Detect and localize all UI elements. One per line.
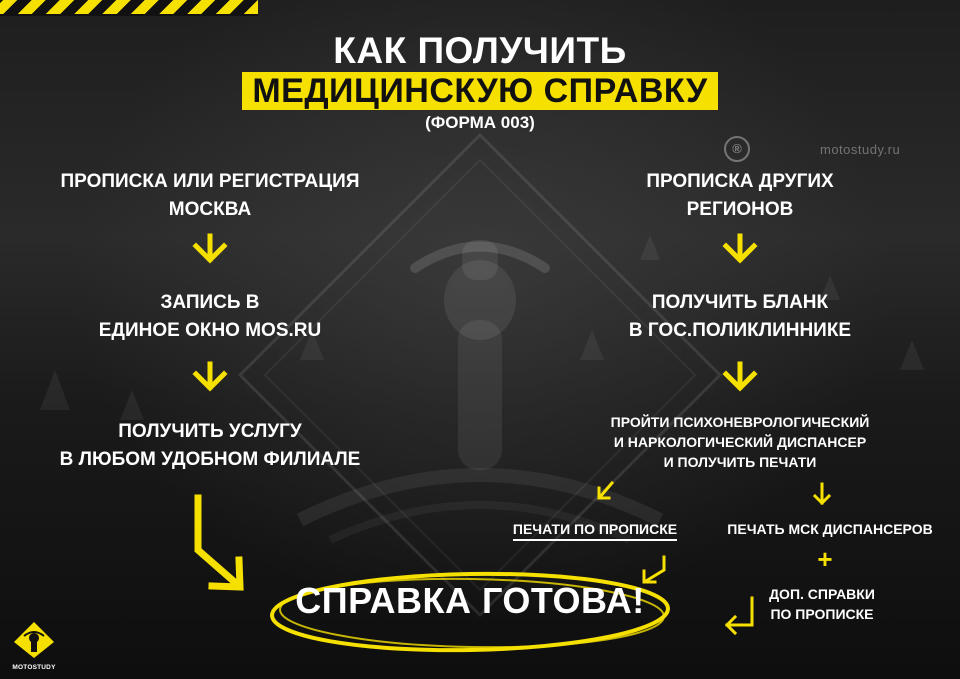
left-step1-line1: ПРОПИСКА ИЛИ РЕГИСТРАЦИЯ (60, 171, 360, 192)
hazard-stripes (0, 0, 258, 16)
watermark: motostudy.ru (820, 142, 901, 157)
right-step1-line2: РЕГИОНОВ (686, 199, 794, 220)
left-step3-line1: ПОЛУЧИТЬ УСЛУГУ (118, 421, 302, 442)
arrow-bent-small-icon (643, 555, 666, 584)
bent-arrow-icon (194, 494, 243, 590)
left-step2-line1: ЗАПИСЬ В (160, 292, 260, 313)
branch-right-label: ПЕЧАТЬ МСК ДИСПАНСЕРОВ (727, 521, 933, 537)
title-line-2-highlight: МЕДИЦИНСКУЮ СПРАВКУ (0, 72, 960, 110)
branch-stamps-by-residence: ПЕЧАТИ ПО ПРОПИСКЕ (490, 519, 700, 541)
logo-text: MOTOSTUDY (12, 664, 56, 671)
right-step2-line1: ПОЛУЧИТЬ БЛАНК (651, 292, 829, 313)
final-ellipse (270, 571, 670, 653)
subtitle: (ФОРМА 003) (425, 113, 535, 132)
registered-mark: ® (724, 136, 750, 162)
logo-icon (14, 622, 54, 658)
extra-line1: ДОП. СПРАВКИ (769, 586, 875, 602)
right-step-get-form: ПОЛУЧИТЬ БЛАНК В ГОС.ПОЛИКЛИННИКЕ (560, 289, 920, 345)
left-step1-line2: МОСКВА (168, 199, 252, 220)
right-step3-line2: И НАРКОЛОГИЧЕСКИЙ ДИСПАНСЕР (613, 434, 867, 450)
branch-left-label: ПЕЧАТИ ПО ПРОПИСКЕ (512, 521, 678, 541)
right-step-other-regions: ПРОПИСКА ДРУГИХ РЕГИОНОВ (560, 168, 920, 224)
branch-moscow-dispensary-stamp: ПЕЧАТЬ МСК ДИСПАНСЕРОВ (708, 519, 952, 539)
title-line-1: КАК ПОЛУЧИТЬ (333, 30, 627, 71)
right-step2-line2: В ГОС.ПОЛИКЛИННИКЕ (628, 320, 852, 341)
left-step-get-service: ПОЛУЧИТЬ УСЛУГУ В ЛЮБОМ УДОБНОМ ФИЛИАЛЕ (20, 418, 400, 474)
right-step1-line1: ПРОПИСКА ДРУГИХ (646, 171, 834, 192)
arrow-diag-icon (597, 480, 615, 500)
extra-certificates: ДОП. СПРАВКИ ПО ПРОПИСКЕ (752, 584, 892, 624)
right-step3-line1: ПРОЙТИ ПСИХОНЕВРОЛОГИЧЕСКИЙ (610, 414, 870, 430)
left-step2-line2: ЕДИНОЕ ОКНО MOS.RU (98, 320, 322, 341)
motostudy-logo: MOTOSTUDY (12, 620, 56, 671)
plus-sign: + (817, 544, 833, 574)
left-step-mosru-appointment: ЗАПИСЬ В ЕДИНОЕ ОКНО MOS.RU (20, 289, 400, 345)
final-result: СПРАВКА ГОТОВА! (295, 580, 645, 621)
arrow-left-icon (725, 596, 754, 627)
right-step-dispensaries: ПРОЙТИ ПСИХОНЕВРОЛОГИЧЕСКИЙ И НАРКОЛОГИЧ… (560, 412, 920, 472)
right-step3-line3: И ПОЛУЧИТЬ ПЕЧАТИ (663, 454, 817, 470)
extra-line2: ПО ПРОПИСКЕ (770, 606, 874, 622)
left-step3-line2: В ЛЮБОМ УДОБНОМ ФИЛИАЛЕ (59, 449, 361, 470)
title-line-2: МЕДИЦИНСКУЮ СПРАВКУ (242, 72, 718, 110)
left-step-residence-moscow: ПРОПИСКА ИЛИ РЕГИСТРАЦИЯ МОСКВА (20, 168, 400, 224)
